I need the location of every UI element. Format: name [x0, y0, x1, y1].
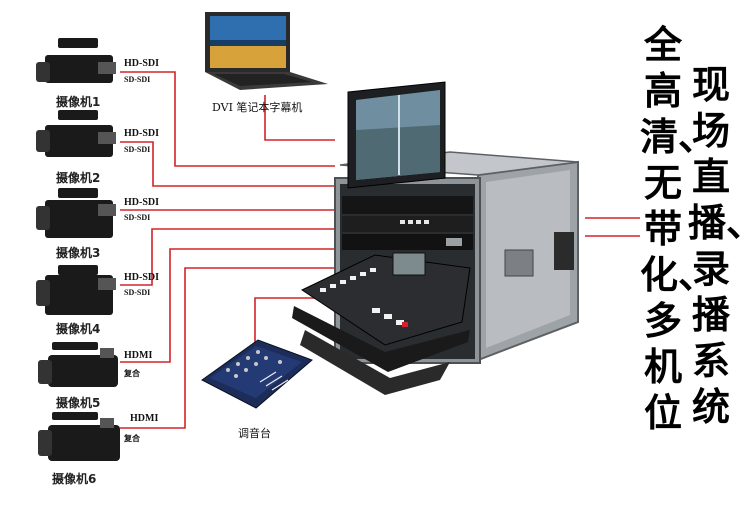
camera-5-label: 摄像机5	[56, 396, 101, 410]
audio-mixer-graphic	[201, 339, 313, 409]
camera-4-signal-primary: HD-SDI	[124, 272, 160, 283]
camera-3-signal-primary: HD-SDI	[124, 197, 160, 208]
camera-1-signal-primary: HD-SDI	[124, 58, 160, 69]
camera-5-signal-secondary: 复合	[124, 369, 140, 378]
cable-camera-4	[120, 228, 335, 286]
camera-6-label: 摄像机6	[52, 472, 97, 486]
camera-2-label: 摄像机2	[56, 171, 101, 185]
camera-3-graphic	[36, 188, 116, 238]
camera-4-graphic	[36, 265, 116, 315]
camera-4-signal-secondary: SD-SDI	[124, 288, 151, 297]
slogan-right-column: 现场直播、录播系统	[688, 63, 753, 429]
camera-1-signal-secondary: SD-SDI	[124, 75, 151, 84]
camera-1-label: 摄像机1	[56, 95, 101, 109]
camera-4-label: 摄像机4	[56, 322, 101, 336]
mixer-label: 调音台	[238, 427, 271, 440]
camera-5-graphic	[38, 342, 118, 387]
camera-2-signal-secondary: SD-SDI	[124, 145, 151, 154]
camera-6-signal-secondary: 复合	[124, 434, 140, 443]
camera-2-graphic	[36, 110, 116, 157]
cable-mixer	[254, 297, 335, 345]
camera-1-graphic	[36, 38, 116, 83]
cable-laptop	[264, 95, 335, 141]
camera-5-signal-primary: HDMI	[124, 350, 153, 361]
cable-camera-1	[120, 71, 335, 167]
camera-3-signal-secondary: SD-SDI	[124, 213, 151, 222]
camera-6-signal-primary: HDMI	[130, 413, 159, 424]
laptop-label: DVI 笔记本字幕机	[212, 101, 303, 114]
broadcast-case-graphic	[292, 81, 579, 395]
slogan-left-column: 全高清、无带化、多机位	[640, 23, 717, 435]
cable-camera-2	[120, 141, 335, 187]
camera-graphics	[36, 38, 120, 461]
laptop-graphic	[205, 12, 328, 90]
cable-camera-5	[120, 248, 335, 363]
camera-6-graphic	[38, 412, 120, 461]
camera-2-signal-primary: HD-SDI	[124, 128, 160, 139]
camera-3-label: 摄像机3	[56, 246, 101, 260]
cable-camera-6	[120, 267, 335, 429]
